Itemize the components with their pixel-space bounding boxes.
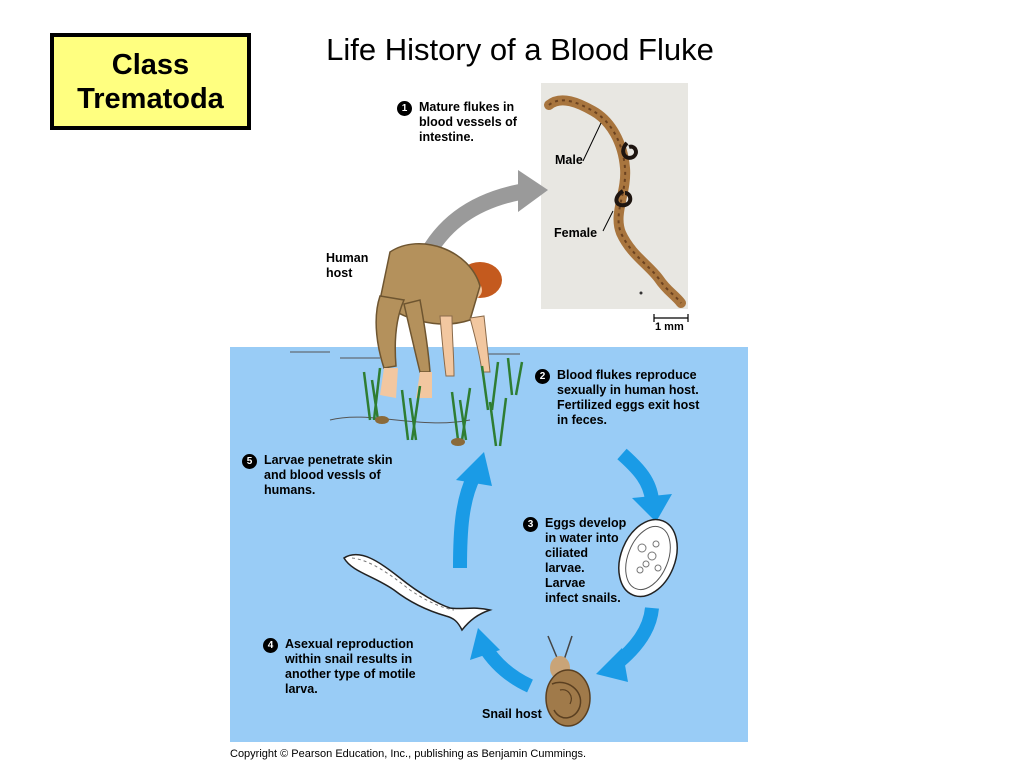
step-2-badge: 2 — [535, 369, 550, 384]
trematoda-label: Trematoda — [77, 82, 224, 115]
copyright-notice: Copyright © Pearson Education, Inc., pub… — [230, 748, 587, 760]
step-4-text: Asexual reproduction within snail result… — [285, 637, 416, 696]
class-label: Class — [111, 48, 190, 81]
female-label: Female — [554, 226, 598, 240]
water-ripples — [290, 351, 520, 424]
cercaria-larva — [342, 553, 493, 632]
human-host-figure — [375, 243, 502, 398]
arrow-5-to-human — [453, 472, 481, 569]
step-2-text: Blood flukes reproduce sexually in human… — [557, 368, 700, 427]
ciliated-larva — [618, 518, 678, 598]
gray-arrowhead — [518, 170, 548, 212]
step-5-text: Larvae penetrate skin and blood vessls o… — [264, 453, 393, 497]
step-4-badge: 4 — [263, 638, 278, 653]
step-5-badge: 5 — [242, 454, 257, 469]
snail-figure — [545, 635, 591, 727]
step-1-text: Mature flukes in blood vessels of intest… — [419, 100, 517, 144]
scale-label: 1 mm — [655, 321, 684, 333]
fluke-micrograph: Male Female — [541, 83, 688, 309]
human-host-label: Human host — [326, 251, 369, 280]
step-3-badge: 3 — [523, 517, 538, 532]
step-1-badge: 1 — [397, 101, 412, 116]
slide-title: Life History of a Blood Fluke — [326, 32, 714, 67]
arrow-2-to-3 — [617, 448, 659, 502]
scale-bar — [653, 314, 689, 322]
arrowhead-3 — [596, 648, 628, 682]
arrowhead-4 — [470, 628, 500, 660]
arrowhead-2 — [632, 494, 672, 522]
rice-plants — [362, 357, 524, 447]
arrowhead-5 — [456, 452, 492, 486]
class-title-box: Class Trematoda — [50, 33, 251, 130]
step-3-text: Eggs develop in water into ciliated larv… — [545, 516, 627, 605]
snail-host-label: Snail host — [482, 707, 542, 721]
small-snails-in-water — [375, 416, 465, 446]
fluke-photo-drawing — [544, 95, 686, 308]
male-label: Male — [555, 153, 583, 167]
